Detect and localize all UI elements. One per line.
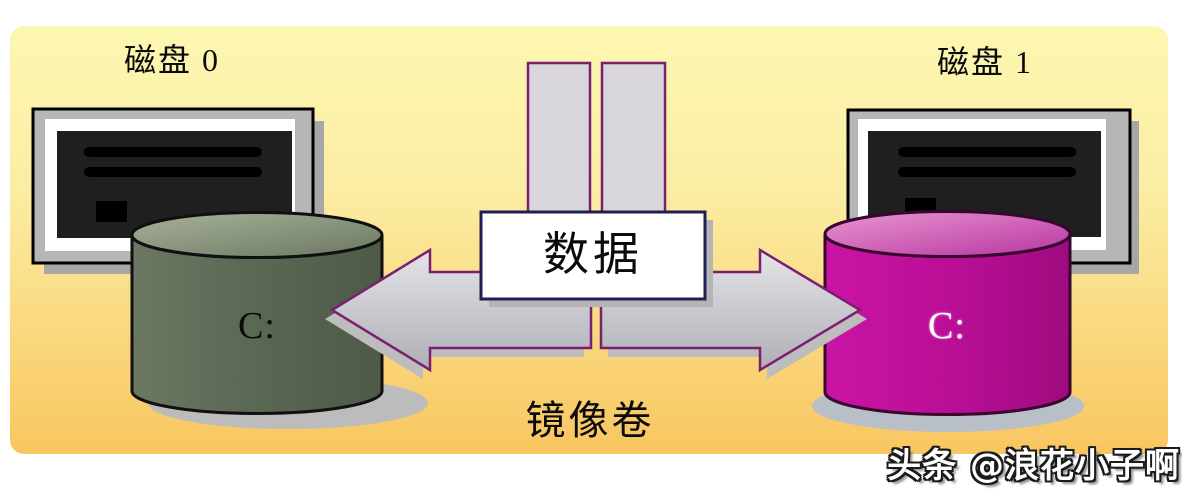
data-flow-arrows bbox=[325, 61, 867, 379]
drive-letter-right: C: bbox=[928, 305, 966, 347]
screen-slot bbox=[84, 147, 262, 157]
mirror-volume-label: 镜像卷 bbox=[525, 398, 655, 443]
data-box-label: 数据 bbox=[543, 229, 643, 281]
disk0-label: 磁盘 0 bbox=[123, 42, 220, 78]
watermark-text: 头条 @浪花小子啊 bbox=[887, 446, 1180, 486]
screen-slot bbox=[898, 147, 1076, 157]
screen-button bbox=[96, 201, 127, 222]
drive-letter-left: C: bbox=[238, 305, 276, 347]
disk1-label: 磁盘 1 bbox=[936, 44, 1033, 80]
screen-slot bbox=[898, 167, 1076, 177]
data-box bbox=[479, 210, 707, 301]
data-pipe-right bbox=[600, 61, 667, 217]
disk-cylinder-left bbox=[130, 211, 428, 429]
screen-slot bbox=[84, 167, 262, 177]
disk-cylinder-right bbox=[812, 210, 1084, 432]
cylinder-top bbox=[823, 210, 1072, 258]
data-pipe-left bbox=[526, 61, 592, 217]
cylinder-top bbox=[130, 211, 384, 259]
